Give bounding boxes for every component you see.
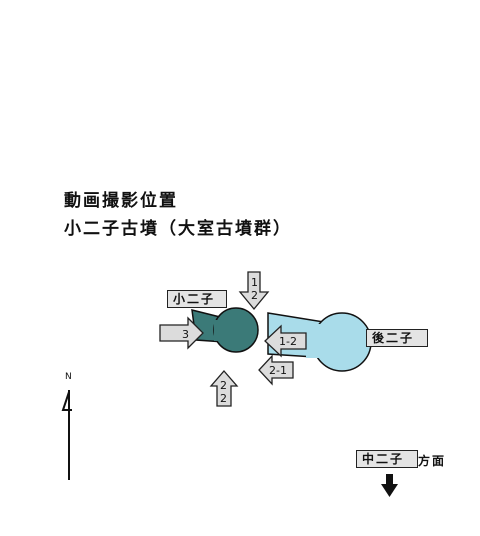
camera-label-3: 3	[182, 328, 189, 341]
camera-label-2-2-bottom: 2	[220, 392, 227, 405]
north-letter: N	[65, 372, 72, 382]
kofutago-mound	[191, 307, 259, 353]
map-title: 動画撮影位置	[64, 191, 178, 211]
map-subtitle: 小二子古墳（大室古墳群）	[64, 219, 292, 239]
camera-arrow-2-2: 2 2	[209, 370, 239, 407]
direction-text: 方面	[418, 454, 447, 468]
north-arrow-icon	[61, 390, 72, 480]
camera-arrow-3: 3	[159, 316, 204, 350]
camera-arrow-1-2: 1-2	[264, 324, 307, 358]
camera-arrow-2-1: 2-1	[258, 354, 294, 386]
camera-arrow-1: 1 2	[238, 271, 270, 311]
kofutago-label: 小二子	[167, 290, 227, 308]
camera-label-1: 1	[251, 276, 258, 289]
nakafutago-label: 中二子	[356, 450, 418, 468]
camera-label-1-2: 1-2	[279, 335, 297, 348]
ushirofutago-label: 後二子	[366, 329, 428, 347]
camera-label-2-1: 2-1	[269, 364, 287, 377]
down-arrow-icon	[381, 474, 398, 497]
camera-label-2: 2	[251, 289, 258, 302]
camera-label-2-2-top: 2	[220, 379, 227, 392]
